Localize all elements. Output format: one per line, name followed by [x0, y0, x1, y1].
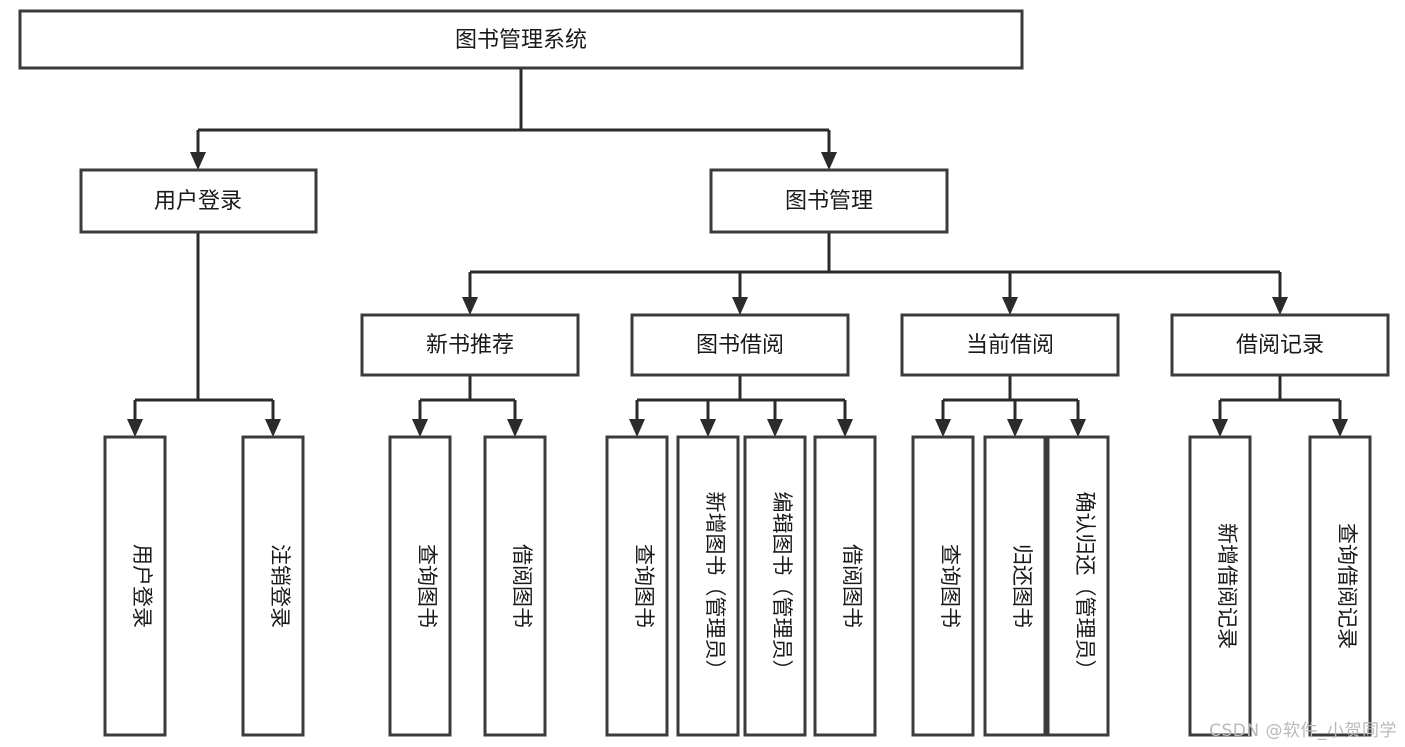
- node-leaf-cb-query-book-box: [911, 435, 975, 737]
- node-leaf-nb-borrow-book-box: [483, 435, 547, 737]
- node-leaf-br-query-record[interactable]: 查询借阅记录: [1308, 435, 1372, 737]
- node-borrow-record[interactable]: 借阅记录: [1170, 313, 1390, 377]
- node-leaf-br-add-record-label: 新增借阅记录: [1215, 523, 1239, 649]
- node-root-system-label: 图书管理系统: [455, 28, 587, 53]
- node-book-management[interactable]: 图书管理: [709, 168, 949, 234]
- node-leaf-br-query-record-box: [1308, 435, 1372, 737]
- arrow-head-br-leaf2: [1332, 419, 1348, 437]
- node-user-login[interactable]: 用户登录: [79, 168, 318, 234]
- node-leaf-br-query-record-label: 查询借阅记录: [1335, 523, 1359, 649]
- connector-group-borrow-record-leaves: [1212, 375, 1348, 437]
- arrow-head-cb-leaf1: [935, 419, 951, 437]
- node-leaf-bb-add-book-label: 新增图书（管理员）: [703, 492, 727, 681]
- node-leaf-bb-query-book-label: 查询图书: [632, 544, 656, 628]
- arrow-head-cb-leaf3: [1070, 419, 1086, 437]
- node-current-borrow[interactable]: 当前借阅: [900, 313, 1120, 377]
- node-root-system[interactable]: 图书管理系统: [18, 9, 1024, 70]
- arrow-head-new-book: [462, 297, 478, 315]
- node-user-login-box: [79, 168, 318, 234]
- node-leaf-bb-borrow-book-label: 借阅图书: [840, 544, 864, 628]
- node-leaf-br-add-record[interactable]: 新增借阅记录: [1188, 435, 1252, 737]
- connector-group-book-mgmt: [462, 232, 1288, 315]
- node-book-management-label: 图书管理: [785, 189, 873, 214]
- arrow-head-br-leaf1: [1212, 419, 1228, 437]
- node-leaf-nb-query-book-label: 查询图书: [415, 544, 439, 628]
- node-book-borrow[interactable]: 图书借阅: [630, 313, 850, 377]
- arrow-head-bb-leaf1: [629, 419, 645, 437]
- node-leaf-cb-return-book[interactable]: 归还图书: [983, 435, 1047, 737]
- node-leaf-user-login[interactable]: 用户登录: [103, 435, 167, 737]
- node-leaf-nb-borrow-book[interactable]: 借阅图书: [483, 435, 547, 737]
- node-book-borrow-box: [630, 313, 850, 377]
- connector-group-root: [190, 68, 837, 170]
- node-leaf-logout-label: 注销登录: [268, 544, 292, 628]
- node-leaf-bb-borrow-book[interactable]: 借阅图书: [813, 435, 877, 737]
- connector-group-user-login-leaves: [127, 232, 281, 437]
- node-leaf-nb-query-book-box: [388, 435, 452, 737]
- node-leaf-logout-box: [241, 435, 305, 737]
- csdn-watermark: CSDN @软件_小贺同学: [1209, 721, 1397, 741]
- node-leaf-cb-return-book-label: 归还图书: [1010, 544, 1034, 628]
- node-borrow-record-box: [1170, 313, 1390, 377]
- node-new-book-recommend[interactable]: 新书推荐: [360, 313, 580, 377]
- node-leaf-br-add-record-box: [1188, 435, 1252, 737]
- node-new-book-recommend-label: 新书推荐: [426, 333, 514, 358]
- arrow-head-current-borrow: [1002, 297, 1018, 315]
- node-leaf-bb-edit-book[interactable]: 编辑图书（管理员）: [743, 435, 807, 737]
- node-leaf-user-login-box: [103, 435, 167, 737]
- node-current-borrow-label: 当前借阅: [966, 333, 1054, 358]
- node-leaf-cb-query-book-label: 查询图书: [938, 544, 962, 628]
- node-leaf-bb-edit-book-label: 编辑图书（管理员）: [770, 492, 794, 681]
- arrow-head-borrow-record: [1272, 297, 1288, 315]
- arrow-head-book-borrow: [732, 297, 748, 315]
- arrow-head-book-mgmt: [821, 152, 837, 170]
- node-leaf-cb-confirm-return[interactable]: 确认归还（管理员）: [1046, 435, 1110, 737]
- arrow-head-user-login: [190, 152, 206, 170]
- arrow-head-leaf-logout: [265, 419, 281, 437]
- node-borrow-record-label: 借阅记录: [1236, 333, 1324, 358]
- node-leaf-cb-confirm-return-label: 确认归还（管理员）: [1073, 492, 1097, 681]
- node-leaf-bb-borrow-book-box: [813, 435, 877, 737]
- connector-group-book-borrow-leaves: [629, 375, 853, 437]
- node-leaf-bb-query-book[interactable]: 查询图书: [605, 435, 669, 737]
- node-leaf-user-login-label: 用户登录: [130, 544, 154, 628]
- node-book-management-box: [709, 168, 949, 234]
- arrow-head-nb-leaf1: [412, 419, 428, 437]
- node-leaf-bb-add-book-box: [676, 435, 740, 737]
- node-leaf-cb-confirm-return-box: [1046, 435, 1110, 737]
- node-leaf-nb-borrow-book-label: 借阅图书: [510, 544, 534, 628]
- node-leaf-nb-query-book[interactable]: 查询图书: [388, 435, 452, 737]
- connector-group-current-borrow-leaves: [935, 375, 1086, 437]
- node-leaf-cb-query-book[interactable]: 查询图书: [911, 435, 975, 737]
- node-root-system-box: [18, 9, 1024, 70]
- arrow-head-nb-leaf2: [507, 419, 523, 437]
- node-leaf-bb-query-book-box: [605, 435, 669, 737]
- node-user-login-label: 用户登录: [154, 189, 242, 214]
- node-leaf-bb-add-book[interactable]: 新增图书（管理员）: [676, 435, 740, 737]
- arrow-head-leaf-user-login: [127, 419, 143, 437]
- arrow-head-bb-leaf2: [700, 419, 716, 437]
- arrow-head-bb-leaf4: [837, 419, 853, 437]
- node-book-borrow-label: 图书借阅: [696, 333, 784, 358]
- node-current-borrow-box: [900, 313, 1120, 377]
- node-new-book-recommend-box: [360, 313, 580, 377]
- node-leaf-cb-return-book-box: [983, 435, 1047, 737]
- node-leaf-bb-edit-book-box: [743, 435, 807, 737]
- arrow-head-bb-leaf3: [767, 419, 783, 437]
- connector-group-new-book-leaves: [412, 375, 523, 437]
- arrow-head-cb-leaf2: [1007, 419, 1023, 437]
- node-leaf-logout[interactable]: 注销登录: [241, 435, 305, 737]
